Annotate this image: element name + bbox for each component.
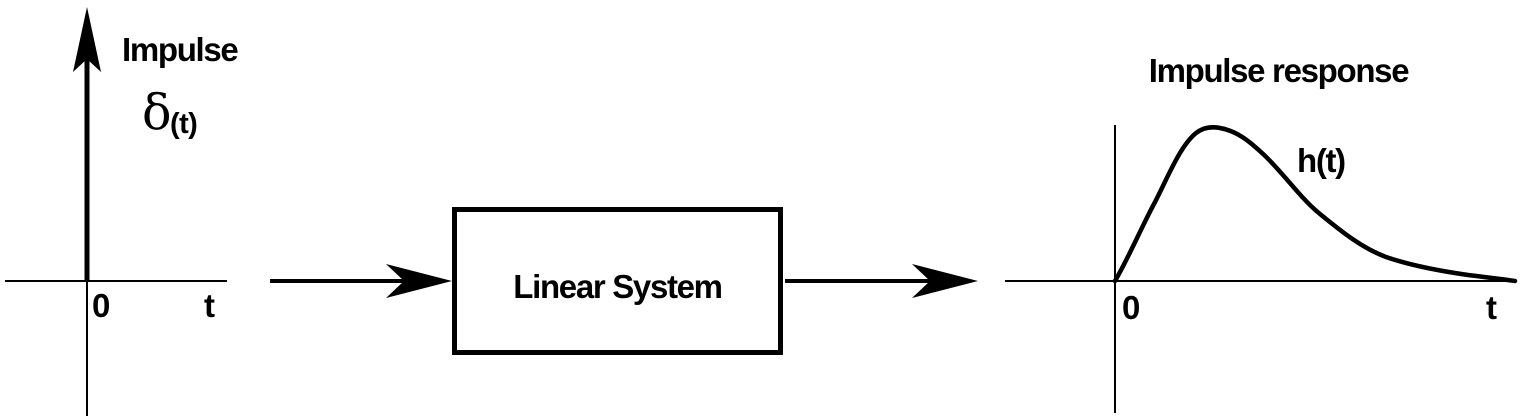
input-origin-label: 0 <box>92 287 110 324</box>
impulse-response-curve <box>1112 125 1518 284</box>
input-arrowhead-icon <box>386 264 452 298</box>
linear-system-label: Linear System <box>513 267 723 305</box>
curve-label: h(t) <box>1297 142 1346 179</box>
linear-system-block: Linear System <box>452 207 783 355</box>
input-plot-title: Impulse <box>122 31 239 68</box>
output-arrowhead-icon <box>912 264 978 298</box>
input-time-label: t <box>204 287 215 324</box>
delta-symbol: δ <box>142 84 172 141</box>
output-plot-title: Impulse response <box>1148 52 1410 89</box>
output-time-label: t <box>1486 289 1497 326</box>
delta-args: (t) <box>170 108 198 140</box>
output-origin-label: 0 <box>1122 289 1140 326</box>
impulse-arrowhead-icon <box>73 7 101 72</box>
